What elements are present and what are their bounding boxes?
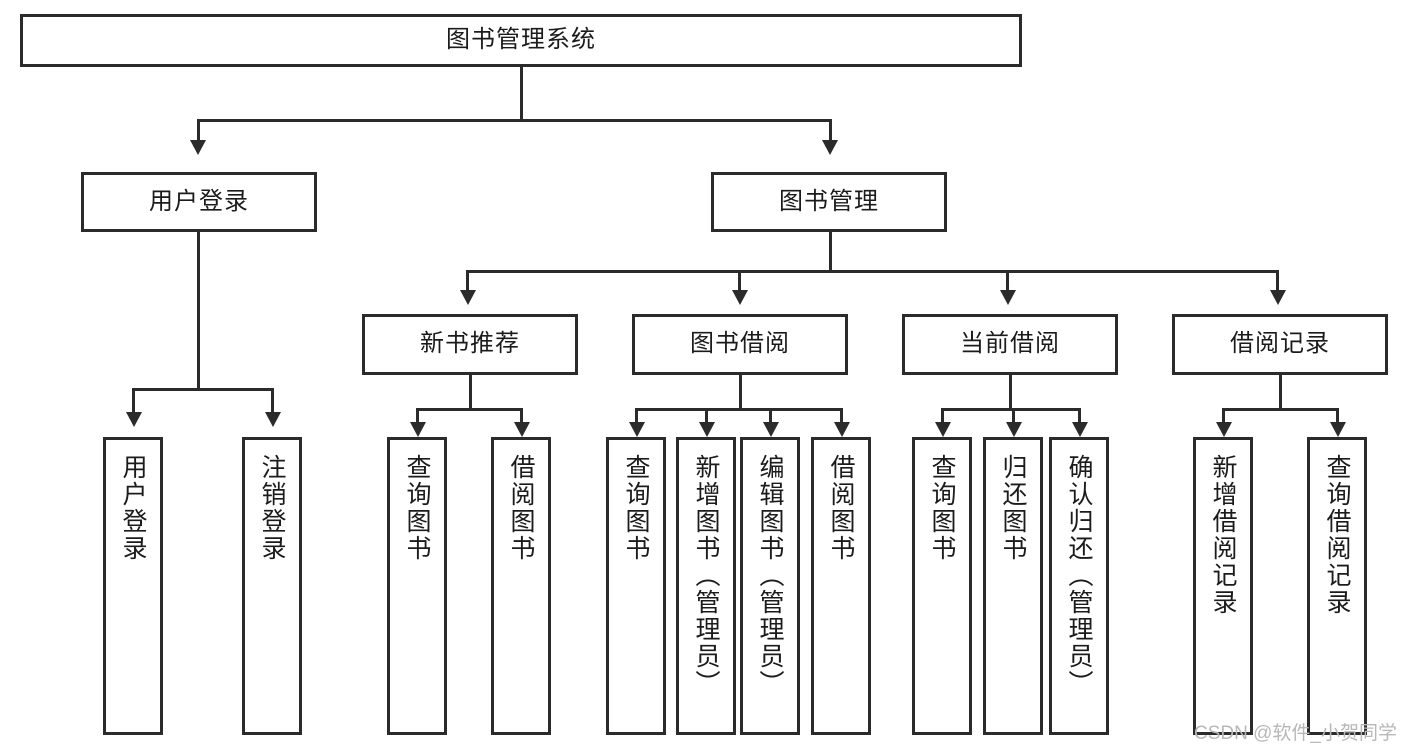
node-label: 新增借阅记录 <box>1209 454 1237 616</box>
connector-bm-to-book-borrow <box>738 270 741 292</box>
node-label: 新书推荐 <box>420 330 520 358</box>
arrowhead-user-login-to-leaf-2 <box>265 412 281 427</box>
node-new-book-recommend[interactable]: 新书推荐 <box>362 314 578 375</box>
connector-cb-to-leaf-2 <box>1012 408 1015 424</box>
arrowhead-bb-to-leaf-4 <box>834 422 850 437</box>
node-label: 查询借阅记录 <box>1323 454 1351 616</box>
arrowhead-nb-to-leaf-1 <box>410 422 426 437</box>
node-label: 归还图书 <box>999 454 1027 562</box>
node-label: 用户登录 <box>119 454 147 562</box>
node-label: 图书管理 <box>779 187 879 215</box>
node-label: 查询图书 <box>928 454 956 562</box>
leaf-current-borrow-return-books[interactable]: 归还图书 <box>983 437 1043 735</box>
leaf-current-borrow-confirm-return-admin[interactable]: 确认归还（管理员） <box>1049 437 1109 735</box>
node-label: 借阅图书 <box>827 454 855 562</box>
connector-bm-to-current-borrow <box>1006 270 1009 292</box>
leaf-user-login-logout[interactable]: 注销登录 <box>242 437 302 735</box>
arrowhead-cb-to-leaf-1 <box>935 422 951 437</box>
leaf-book-borrow-query-books[interactable]: 查询图书 <box>606 437 666 735</box>
connector-bm-to-borrow-record <box>1276 270 1279 292</box>
arrowhead-cb-to-leaf-2 <box>1006 422 1022 437</box>
arrowhead-root-to-user-login <box>190 140 206 155</box>
node-label: 编辑图书（管理员） <box>756 454 784 697</box>
arrowhead-bb-to-leaf-3 <box>763 422 779 437</box>
connector-user-login-to-leaf-2 <box>271 388 274 415</box>
node-current-borrow[interactable]: 当前借阅 <box>902 314 1118 375</box>
node-label: 借阅图书 <box>507 454 535 562</box>
arrowhead-bb-to-leaf-2 <box>699 422 715 437</box>
arrowhead-br-to-leaf-2 <box>1330 422 1346 437</box>
node-label: 查询图书 <box>622 454 650 562</box>
connector-bm-to-new-book <box>466 270 469 292</box>
connector-nb-to-leaf-2 <box>520 408 523 424</box>
connector-bb-to-leaf-4 <box>840 408 843 424</box>
node-label: 当前借阅 <box>960 330 1060 358</box>
connector-br-to-leaf-1 <box>1222 408 1225 424</box>
leaf-borrow-record-query-record[interactable]: 查询借阅记录 <box>1307 437 1367 735</box>
node-label: 查询图书 <box>403 454 431 562</box>
node-label: 借阅记录 <box>1230 330 1330 358</box>
arrowhead-user-login-to-leaf-1 <box>126 412 142 427</box>
node-label: 图书借阅 <box>690 330 790 358</box>
leaf-borrow-record-add-record[interactable]: 新增借阅记录 <box>1193 437 1253 735</box>
leaf-new-book-query-books[interactable]: 查询图书 <box>387 437 447 735</box>
connector-new-book-stem <box>469 375 472 410</box>
connector-bb-to-leaf-3 <box>769 408 772 424</box>
connector-user-login-bus <box>132 388 271 391</box>
connector-root-stem <box>520 67 523 119</box>
connector-nb-to-leaf-1 <box>416 408 419 424</box>
connector-root-to-user-login <box>197 119 200 143</box>
arrowhead-br-to-leaf-1 <box>1216 422 1232 437</box>
node-book-borrow[interactable]: 图书借阅 <box>632 314 848 375</box>
connector-root-to-book-management <box>829 119 832 143</box>
arrowhead-bm-to-book-borrow <box>732 290 748 305</box>
connector-borrow-record-stem <box>1279 375 1282 410</box>
arrowhead-bm-to-borrow-record <box>1270 290 1286 305</box>
leaf-book-borrow-borrow-books[interactable]: 借阅图书 <box>811 437 871 735</box>
arrowhead-root-to-book-management <box>822 140 838 155</box>
node-label: 图书管理系统 <box>446 26 596 54</box>
node-book-management[interactable]: 图书管理 <box>711 172 947 232</box>
connector-bb-to-leaf-1 <box>635 408 638 424</box>
node-label: 新增图书（管理员） <box>692 454 720 697</box>
connector-book-borrow-bus <box>635 408 843 411</box>
connector-new-book-bus <box>416 408 523 411</box>
leaf-user-login-login[interactable]: 用户登录 <box>103 437 163 735</box>
node-borrow-record[interactable]: 借阅记录 <box>1172 314 1388 375</box>
arrowhead-nb-to-leaf-2 <box>514 422 530 437</box>
connector-bb-to-leaf-2 <box>705 408 708 424</box>
connector-current-borrow-stem <box>1009 375 1012 410</box>
arrowhead-bm-to-current-borrow <box>1000 290 1016 305</box>
arrowhead-bm-to-new-book <box>460 290 476 305</box>
node-root-book-management-system[interactable]: 图书管理系统 <box>20 14 1022 67</box>
connector-cb-to-leaf-3 <box>1078 408 1081 424</box>
connector-book-borrow-stem <box>739 375 742 410</box>
connector-user-login-stem <box>197 232 200 390</box>
csdn-watermark: CSDN @软件_小贺同学 <box>1194 723 1397 744</box>
node-label: 用户登录 <box>149 187 249 215</box>
connector-book-management-bus <box>466 270 1278 273</box>
node-label: 确认归还（管理员） <box>1065 454 1093 697</box>
leaf-new-book-borrow-books[interactable]: 借阅图书 <box>491 437 551 735</box>
connector-root-bus <box>197 119 829 122</box>
connector-br-to-leaf-2 <box>1336 408 1339 424</box>
connector-borrow-record-bus <box>1222 408 1339 411</box>
leaf-book-borrow-edit-book-admin[interactable]: 编辑图书（管理员） <box>740 437 800 735</box>
node-user-login[interactable]: 用户登录 <box>81 172 317 232</box>
arrowhead-cb-to-leaf-3 <box>1072 422 1088 437</box>
connector-user-login-to-leaf-1 <box>132 388 135 415</box>
node-label: 注销登录 <box>258 454 286 562</box>
connector-cb-to-leaf-1 <box>941 408 944 424</box>
arrowhead-bb-to-leaf-1 <box>629 422 645 437</box>
leaf-book-borrow-add-book-admin[interactable]: 新增图书（管理员） <box>676 437 736 735</box>
leaf-current-borrow-query-books[interactable]: 查询图书 <box>912 437 972 735</box>
connector-book-management-stem <box>829 232 832 272</box>
connector-current-borrow-bus <box>941 408 1081 411</box>
